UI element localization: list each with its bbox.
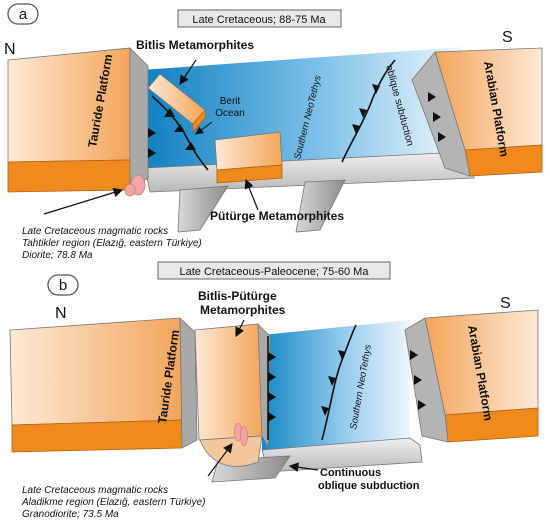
panel-a-magma-arrow (43, 187, 124, 215)
panel-a-teeth (148, 148, 156, 158)
panel-b-south: S (500, 295, 511, 312)
panel-a-subduction-line-2 (341, 59, 396, 163)
panel-a-slab-right (295, 179, 346, 233)
panel-b-title: Late Cretaceous-Paleocene; 75-60 Ma (180, 266, 370, 278)
panel-b-magma-arrow (207, 443, 233, 477)
panel-b-title-box (157, 261, 391, 280)
panel-a-letter-badge (7, 3, 39, 25)
panel-a-teeth (174, 124, 185, 132)
panel-b-continuous-label-2: oblique subduction (318, 480, 420, 492)
panel-b-teeth (328, 376, 336, 386)
panel-b-teeth (268, 392, 276, 402)
panel-a-ocean-label-2: Ocean (215, 108, 244, 119)
panel-a-teeth (428, 92, 436, 102)
panel-a: a Late Cretaceous; 88-75 Ma N S Tauride … (4, 3, 543, 261)
panel-a-bitlis-label: Bitlis Metamorphites (136, 38, 254, 52)
panel-b-bitlis-label-1: Bitlis-Pütürge (198, 289, 277, 303)
panel-a-teeth (433, 112, 441, 122)
panel-a-bitlis-block-side (192, 109, 206, 133)
panel-a-ocean-label-1: Berit (220, 96, 241, 107)
panel-b-teeth (321, 406, 329, 416)
panel-a-ocean-arrow (195, 121, 213, 135)
panel-a-title-box (177, 9, 342, 28)
panel-a-south: S (502, 29, 513, 46)
panel-b-magma-body (240, 425, 248, 447)
panel-a-teeth (148, 128, 156, 138)
panel-b-subduction-line-2 (321, 324, 357, 441)
panel-b-subduction-arrow (288, 462, 319, 472)
panel-b-tauride-front (11, 419, 183, 453)
panel-b-bitlis-root (199, 435, 263, 467)
panel-b-teeth (414, 375, 422, 385)
panel-a-title: Late Cretaceous; 88-75 Ma (192, 14, 326, 26)
panel-b-arabian-ramp (404, 317, 449, 443)
panel-b-teeth (268, 372, 276, 382)
panel-b-magmatic-line-2: Aladikme region (Elazığ, eastern Türkiye… (21, 497, 205, 508)
panel-b-continuous-label-1: Continuous (320, 467, 381, 479)
panel-a-teeth (185, 142, 196, 150)
panel-a-teeth (359, 108, 367, 118)
panel-b-ocean-floor (262, 320, 410, 452)
panel-b-letter: b (59, 277, 67, 294)
panel-b-bitlis-side (257, 323, 271, 448)
panel-a-subduction-line-1 (151, 95, 209, 171)
panel-a-tauride-side (129, 47, 149, 191)
panel-a-letter: a (19, 6, 28, 23)
panel-a-slab-left (177, 185, 229, 233)
panel-a-magma-body (124, 183, 136, 197)
panel-b-teeth (338, 350, 346, 360)
panel-b: b Late Cretaceous-Paleocene; 75-60 Ma N … (9, 261, 539, 520)
panel-a-teeth (352, 124, 360, 134)
panel-a-magmatic-line-1: Late Cretaceous magmatic rocks (22, 226, 168, 237)
panel-a-puturge-arrow (244, 178, 259, 211)
panel-a-magmatic-line-3: Diorite; 78.8 Ma (22, 250, 93, 261)
panel-b-tauride-side (179, 317, 198, 449)
panel-b-bitlis-label-2: Metamorphites (200, 303, 286, 317)
panel-b-bitlis-block (194, 323, 263, 441)
panel-a-tauride-front (7, 159, 131, 193)
panel-a-teeth (438, 132, 446, 142)
panel-a-teeth (164, 108, 175, 117)
panel-b-teeth (268, 412, 276, 422)
panel-a-puturge-label: Pütürge Metamorphites (210, 209, 344, 223)
panel-a-puturge-front (216, 164, 283, 184)
panel-a-teeth (372, 84, 380, 94)
panel-b-teeth (268, 352, 276, 362)
panel-a-north: N (4, 41, 16, 58)
panel-b-teeth (418, 400, 426, 410)
panel-b-magmatic-line-1: Late Cretaceous magmatic rocks (22, 485, 168, 496)
panel-b-bitlis-arrow (235, 319, 245, 338)
panel-a-magmatic-line-2: Tahtikler region (Elazığ, eastern Türkiy… (22, 238, 202, 249)
panel-a-bitlis-arrow (179, 59, 197, 85)
panel-b-magmatic-line-3: Granodiorite; 73.5 Ma (22, 509, 119, 520)
panel-b-north: N (55, 305, 67, 322)
panel-b-teeth (410, 350, 418, 360)
panel-a-arabian-ramp (411, 51, 471, 177)
panel-b-letter-badge (47, 274, 79, 296)
